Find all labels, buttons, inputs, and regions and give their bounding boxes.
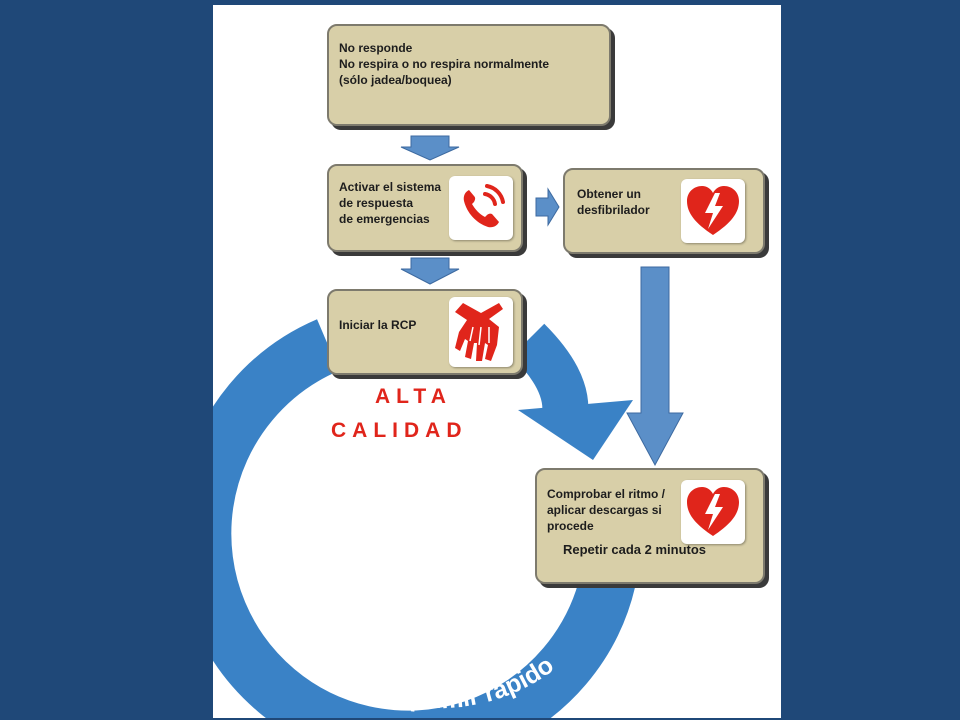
comprobar-line2: aplicar descargas si — [547, 503, 662, 517]
aed-heart-icon — [681, 179, 745, 243]
no-responde-line1: No responde — [339, 41, 413, 55]
iniciar-line1: Iniciar la RCP — [339, 318, 417, 332]
no-responde-line2: No respira o no respira normalmente — [339, 57, 550, 71]
arrow-down-long — [626, 266, 684, 467]
arrow-right — [535, 187, 560, 227]
no-responde-line3: (sólo jadea/boquea) — [339, 73, 452, 87]
phone-icon — [449, 176, 513, 240]
box-comprobar-ritmo: Comprobar el ritmo / aplicar descargas s… — [535, 468, 765, 584]
arrow-down-2 — [400, 257, 460, 285]
box-no-responde: No responde No respira o no respira norm… — [327, 24, 611, 126]
comprobar-line3: procede — [547, 519, 594, 533]
obtener-line1: Obtener un — [577, 187, 642, 201]
activar-line1: Activar el sistema — [339, 180, 442, 194]
slide-canvas: Comprimir fuerte • Comprimir rápido No r… — [213, 5, 781, 718]
diagram-graphics: Comprimir fuerte • Comprimir rápido — [213, 135, 684, 718]
activar-line2: de respuesta — [339, 196, 414, 210]
circular-arrowhead — [518, 400, 633, 460]
circular-arrow-band — [213, 319, 636, 718]
box-iniciar-rcp: Iniciar la RCP — [327, 289, 523, 375]
calidad-label: CALIDAD — [331, 419, 468, 442]
circular-arrow-band-upper — [511, 323, 589, 418]
box-activar-sistema: Activar el sistema de respuesta de emerg… — [327, 164, 523, 252]
arrow-down-1 — [400, 135, 460, 161]
alta-label: ALTA — [375, 385, 452, 408]
aed-heart-icon-2 — [681, 480, 745, 544]
box-obtener-desfibrilador: Obtener un desfibrilador — [563, 168, 765, 254]
activar-line3: de emergencias — [339, 212, 430, 226]
repeat-label: Repetir cada 2 minutos — [563, 542, 707, 557]
comprobar-line1: Comprobar el ritmo / — [547, 487, 666, 501]
obtener-line2: desfibrilador — [577, 203, 650, 217]
cpr-hands-icon — [449, 297, 513, 367]
